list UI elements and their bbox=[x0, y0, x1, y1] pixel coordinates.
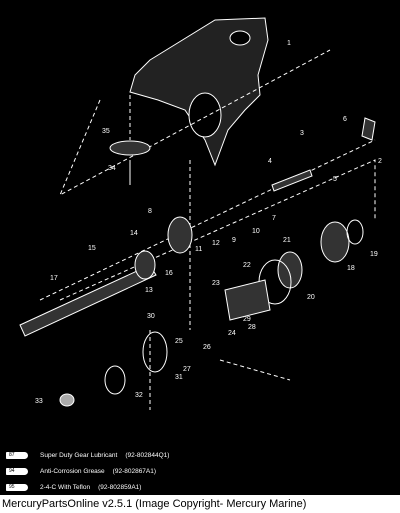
diagram-artwork bbox=[19, 17, 376, 410]
callout-22: 22 bbox=[243, 262, 251, 269]
callout-28: 28 bbox=[248, 324, 256, 331]
lube-tube-icon: 94 bbox=[6, 467, 28, 475]
ring-32 bbox=[104, 365, 126, 395]
bearing-30 bbox=[142, 331, 168, 373]
callout-29: 29 bbox=[243, 316, 251, 323]
housing-bore bbox=[188, 92, 222, 138]
copyright-footer: MercuryPartsOnline v2.5.1 (Image Copyrig… bbox=[0, 495, 400, 513]
gear-8 bbox=[167, 216, 193, 254]
carrier-23 bbox=[224, 279, 271, 321]
legend-description: 2-4-C With Teflon bbox=[40, 483, 91, 491]
callout-17: 17 bbox=[50, 275, 58, 282]
callout-15: 15 bbox=[88, 245, 96, 252]
legend-part-number: (92-802859A1) bbox=[98, 483, 142, 491]
legend-part-number: (92-802844Q1) bbox=[125, 451, 170, 459]
exploded-parts-diagram: 1 2 3 4 5 6 7 8 9 10 11 12 13 14 15 16 1… bbox=[6, 17, 382, 492]
callout-34: 34 bbox=[108, 165, 116, 172]
callout-26: 26 bbox=[203, 344, 211, 351]
callout-1: 1 bbox=[287, 40, 291, 47]
callout-16: 16 bbox=[165, 270, 173, 277]
callout-19: 19 bbox=[370, 251, 378, 258]
callout-27: 27 bbox=[183, 366, 191, 373]
legend-row-87: 87 Super Duty Gear Lubricant (92-802844Q… bbox=[6, 450, 169, 460]
callout-35: 35 bbox=[102, 128, 110, 135]
bracket-2 bbox=[361, 117, 376, 141]
lube-tube-icon: 95 bbox=[6, 483, 28, 491]
callout-21: 21 bbox=[283, 237, 291, 244]
callout-20: 20 bbox=[307, 294, 315, 301]
legend-description: Anti-Corrosion Grease bbox=[40, 467, 105, 475]
callout-14: 14 bbox=[130, 230, 138, 237]
callout-11: 11 bbox=[195, 246, 203, 253]
gear-18 bbox=[320, 221, 350, 263]
callout-2: 2 bbox=[378, 158, 382, 165]
callout-30: 30 bbox=[147, 313, 155, 320]
callout-12: 12 bbox=[212, 240, 220, 247]
lube-tube-icon: 87 bbox=[6, 451, 28, 459]
callout-18: 18 bbox=[347, 265, 355, 272]
bearing-20 bbox=[277, 251, 303, 289]
cover-plate bbox=[109, 140, 151, 156]
callout-9: 9 bbox=[232, 237, 236, 244]
legend-description: Super Duty Gear Lubricant bbox=[40, 451, 118, 459]
gear-housing bbox=[129, 17, 269, 167]
gear-13 bbox=[134, 250, 156, 280]
legend-part-number: (92-802867A1) bbox=[112, 467, 157, 475]
driveshaft bbox=[19, 264, 157, 337]
callout-3: 3 bbox=[300, 130, 304, 137]
callout-6: 6 bbox=[343, 116, 347, 123]
legend-row-94: 94 Anti-Corrosion Grease (92-802867A1) bbox=[6, 466, 156, 476]
housing-port bbox=[229, 30, 251, 46]
callout-7: 7 bbox=[272, 215, 276, 222]
callout-23: 23 bbox=[212, 280, 220, 287]
shaft-4 bbox=[271, 169, 313, 192]
callout-25: 25 bbox=[175, 338, 183, 345]
ring-19 bbox=[346, 219, 364, 245]
callout-5: 5 bbox=[333, 176, 337, 183]
callout-4: 4 bbox=[268, 158, 272, 165]
callout-8: 8 bbox=[148, 208, 152, 215]
callout-13: 13 bbox=[145, 287, 153, 294]
callout-10: 10 bbox=[252, 228, 260, 235]
knob-33 bbox=[59, 393, 75, 407]
callout-33: 33 bbox=[35, 398, 43, 405]
legend-row-95: 95 2-4-C With Teflon (92-802859A1) bbox=[6, 482, 141, 492]
callout-24: 24 bbox=[228, 330, 236, 337]
callout-32: 32 bbox=[135, 392, 143, 399]
callout-31: 31 bbox=[175, 374, 183, 381]
